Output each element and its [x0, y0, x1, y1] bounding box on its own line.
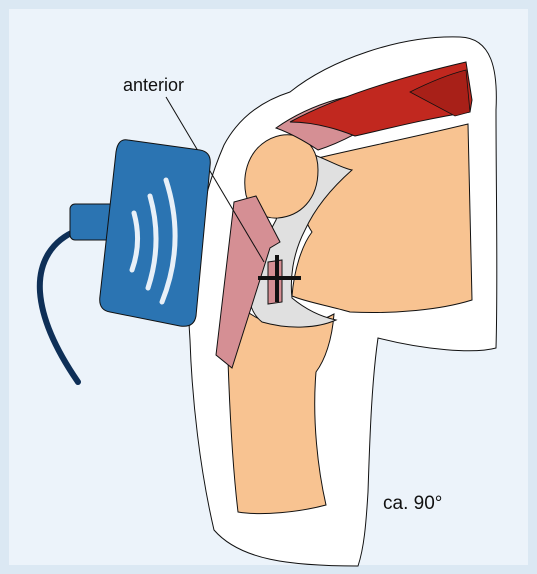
angle-label: ca. 90°: [383, 494, 442, 513]
probe-cable: [40, 230, 78, 382]
anterior-label: anterior: [123, 76, 184, 94]
ultrasound-probe-icon: [40, 140, 210, 382]
